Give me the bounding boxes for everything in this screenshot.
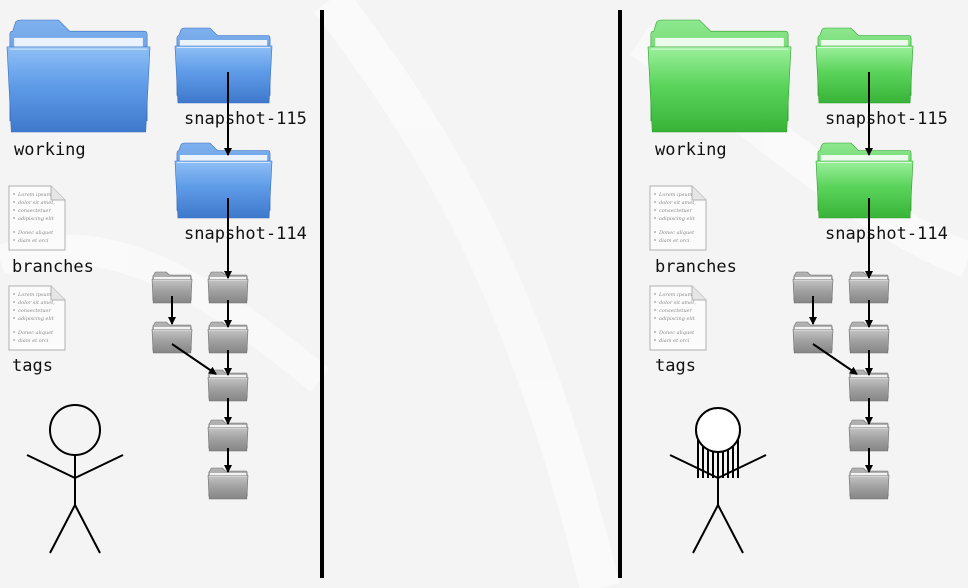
svg-text:consectetuer: consectetuer — [18, 308, 52, 314]
svg-text:consectetuer: consectetuer — [659, 308, 693, 314]
snapshot-114-folder-right — [815, 142, 914, 219]
working-label-left: working — [14, 140, 86, 160]
history-folder-1-left — [207, 271, 249, 304]
branches-document-icon-right: Lorem ipsum dolor sit amet, consectetuer ad… — [649, 185, 707, 251]
branches-document-icon-left: Lorem ipsum dolor sit amet, consectetuer ad… — [8, 185, 66, 251]
svg-text:Lorem ipsum: Lorem ipsum — [658, 192, 693, 198]
svg-text:dolor sit amet,: dolor sit amet, — [18, 300, 55, 306]
svg-text:adipiscing elit: adipiscing elit — [659, 316, 696, 322]
history-folder-5-right — [848, 467, 890, 500]
svg-text:consectetuer: consectetuer — [659, 208, 693, 214]
history-folder-1-right — [848, 271, 890, 304]
svg-text:consectetuer: consectetuer — [18, 208, 52, 214]
svg-text:diam et orci: diam et orci — [659, 238, 690, 244]
branch-folder-1-left — [151, 271, 193, 304]
working-label-right: working — [655, 140, 727, 160]
history-folder-3-right — [848, 369, 890, 402]
svg-text:adipiscing elit: adipiscing elit — [659, 216, 696, 222]
history-folder-2-left — [207, 321, 249, 354]
svg-text:Donec aliquet: Donec aliquet — [17, 230, 54, 236]
tags-label-left: tags — [12, 356, 53, 376]
branches-label-right: branches — [655, 257, 737, 277]
history-folder-4-left — [207, 419, 249, 452]
snapshot-115-label-right: snapshot-115 — [825, 109, 948, 129]
working-folder-left — [6, 19, 151, 133]
history-folder-2-right — [848, 321, 890, 354]
branch-folder-2-left — [151, 321, 193, 354]
working-folder-right — [647, 19, 792, 133]
svg-text:Lorem ipsum: Lorem ipsum — [658, 292, 693, 298]
svg-text:dolor sit amet,: dolor sit amet, — [659, 300, 696, 306]
snapshot-115-folder-right — [815, 27, 914, 104]
snapshot-115-folder-left — [174, 27, 273, 104]
history-folder-5-left — [207, 467, 249, 500]
svg-text:adipiscing elit: adipiscing elit — [18, 216, 55, 222]
svg-text:diam et orci: diam et orci — [18, 238, 49, 244]
svg-text:Donec aliquet: Donec aliquet — [658, 230, 695, 236]
tags-document-icon-left: Lorem ipsum dolor sit amet, consectetuer ad… — [8, 285, 66, 351]
svg-text:diam et orci: diam et orci — [659, 338, 690, 344]
history-folder-4-right — [848, 419, 890, 452]
svg-text:dolor sit amet,: dolor sit amet, — [18, 200, 55, 206]
stick-figure-person-long-hair-right — [669, 407, 767, 554]
snapshot-114-label-left: snapshot-114 — [184, 224, 307, 244]
tags-document-icon-right: Lorem ipsum dolor sit amet, consectetuer ad… — [649, 285, 707, 351]
svg-text:dolor sit amet,: dolor sit amet, — [659, 200, 696, 206]
snapshot-114-folder-left — [174, 142, 273, 219]
branch-folder-2-right — [792, 321, 834, 354]
svg-text:Donec aliquet: Donec aliquet — [658, 330, 695, 336]
arrow-branch-merge-right — [812, 343, 858, 375]
arrow-branch-merge-left — [171, 343, 217, 375]
snapshot-114-label-right: snapshot-114 — [825, 224, 948, 244]
svg-text:adipiscing elit: adipiscing elit — [18, 316, 55, 322]
svg-text:Donec aliquet: Donec aliquet — [17, 330, 54, 336]
tags-label-right: tags — [655, 356, 696, 376]
snapshot-115-label-left: snapshot-115 — [184, 109, 307, 129]
branch-folder-1-right — [792, 271, 834, 304]
branches-label-left: branches — [12, 257, 94, 277]
svg-text:diam et orci: diam et orci — [18, 338, 49, 344]
history-folder-3-left — [207, 369, 249, 402]
svg-text:Lorem ipsum: Lorem ipsum — [17, 192, 52, 198]
stick-figure-person-left — [26, 404, 124, 554]
svg-text:Lorem ipsum: Lorem ipsum — [17, 292, 52, 298]
